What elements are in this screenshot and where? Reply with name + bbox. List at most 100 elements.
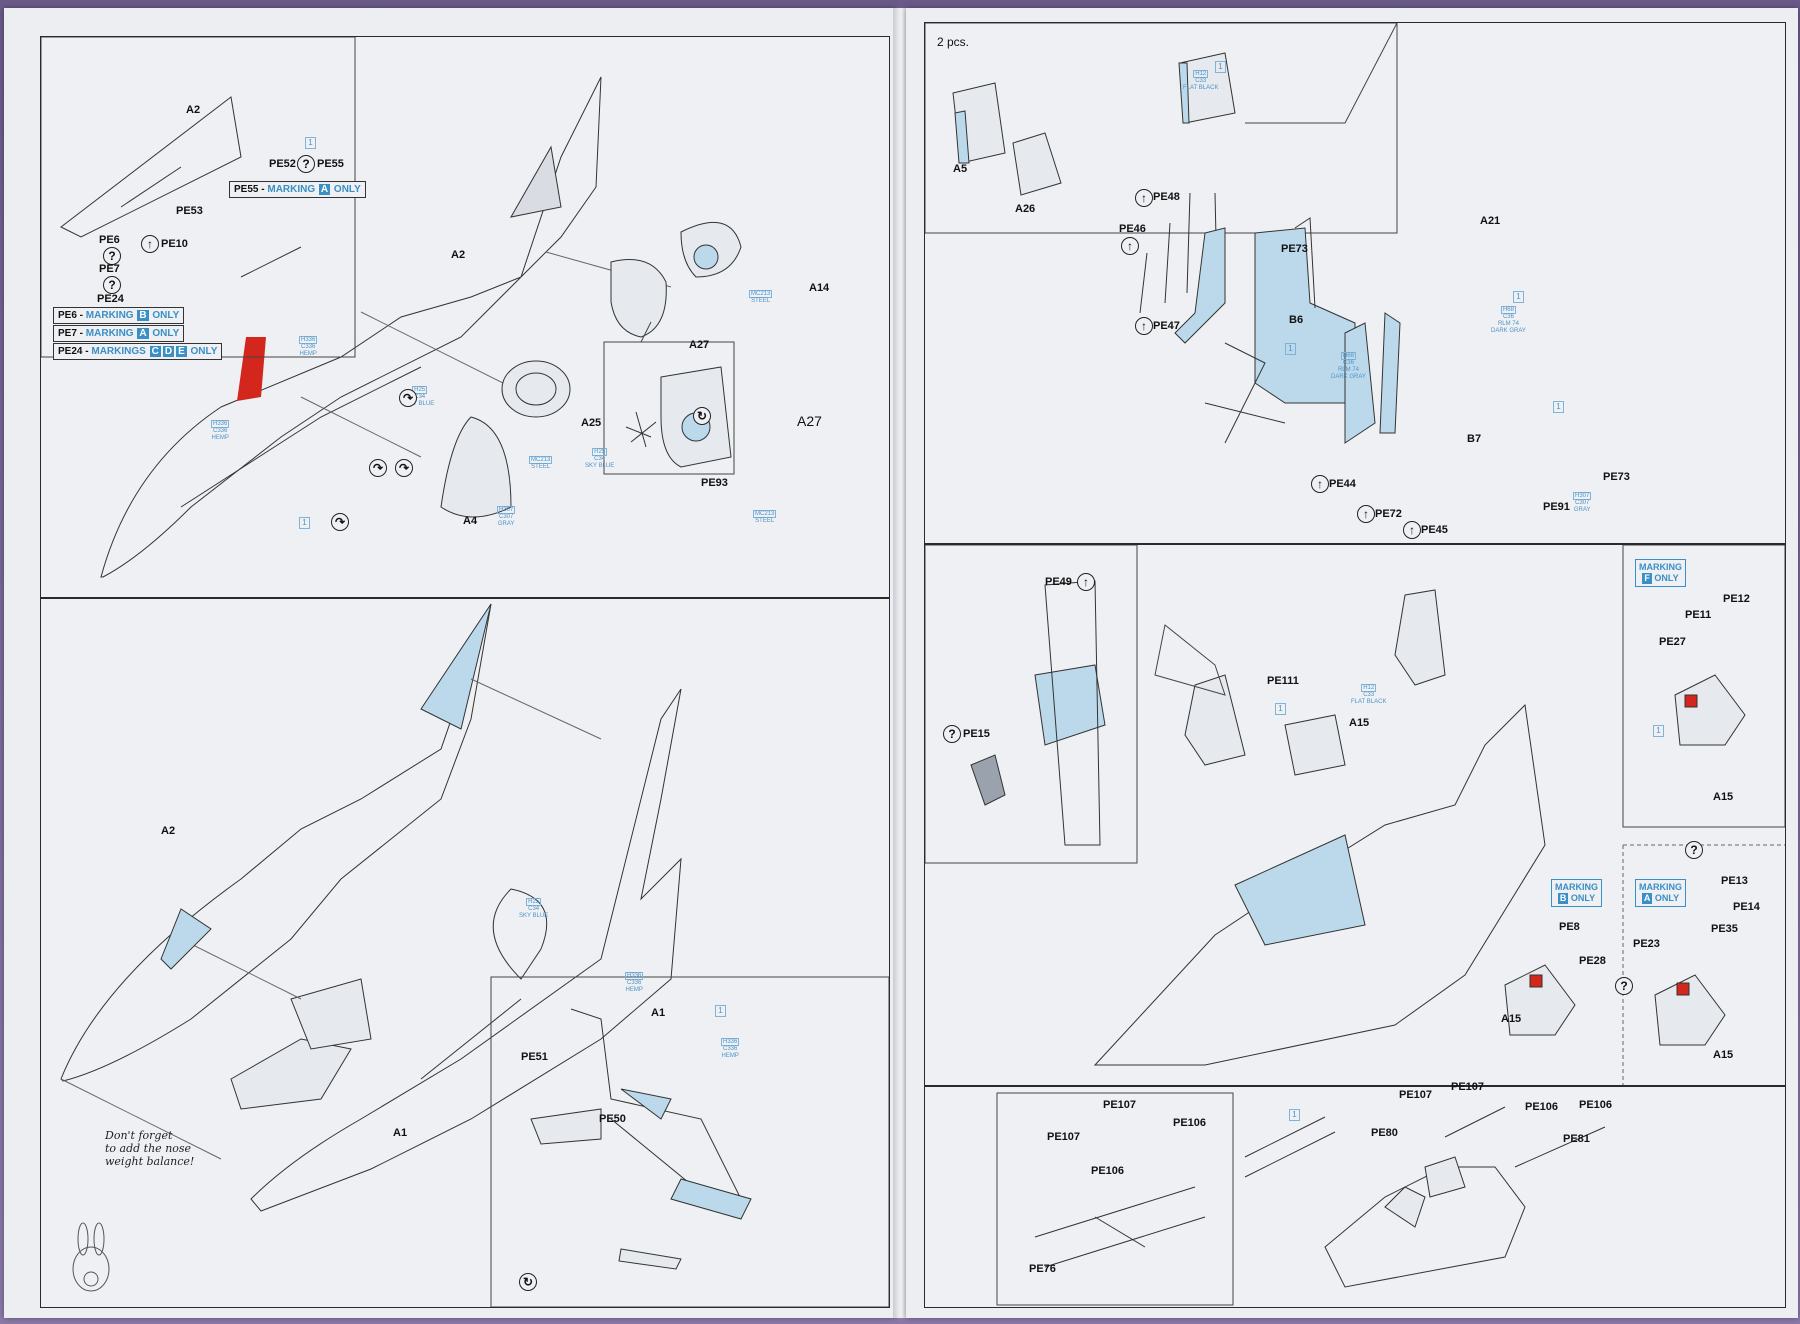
note-word: MARKING <box>85 328 137 339</box>
question-icon: ? <box>297 155 315 173</box>
fold-icon: ↑ <box>1403 521 1421 539</box>
part-label-a15: A15 <box>1713 1049 1734 1061</box>
note-word: MARKING <box>267 184 318 195</box>
paint-line: RLM 74 <box>1337 367 1359 373</box>
part-label-a2: A2 <box>451 249 466 261</box>
paint-line: GRAY <box>1573 507 1591 513</box>
marking-word: MARKING <box>1639 882 1682 892</box>
part-label-pe76: PE76 <box>1029 1263 1056 1275</box>
step-2-assembly-drawing <box>60 603 889 1307</box>
paint-line: STEEL <box>755 518 775 524</box>
reminder-line: Don't forget <box>105 1129 173 1142</box>
paint-line: C336 <box>627 980 642 986</box>
part-label-pe23: PE23 <box>1633 938 1660 950</box>
paint-code: H307 <box>497 506 516 514</box>
note-prefix: PE24 - <box>58 346 92 357</box>
paint-line: C336 <box>213 428 228 434</box>
paint-line: C34 <box>414 394 426 400</box>
part-label-pe107: PE107 <box>1047 1131 1081 1143</box>
part-label-a2: A2 <box>186 104 201 116</box>
part-label-pe6: PE6 <box>99 234 120 246</box>
paint-line: GRAY <box>497 521 515 527</box>
quantity-note: 2 pcs. <box>937 35 970 49</box>
part-label-pe73: PE73 <box>1603 471 1630 483</box>
question-icon: ? <box>103 247 121 265</box>
paint-line: DARK GRAY <box>1331 374 1366 380</box>
question-icon: ? <box>1685 841 1703 859</box>
part-label-pe48: PE48 <box>1153 191 1180 203</box>
note-suffix: ONLY <box>149 328 180 339</box>
marking-suffix: ONLY <box>1654 573 1679 583</box>
marking-suffix: ONLY <box>1570 893 1596 903</box>
bend-icon: ↷ <box>395 459 413 477</box>
instruction-page-left: 4 <box>4 8 896 1318</box>
paint-line: C307 <box>499 514 514 520</box>
part-label-a14: A14 <box>809 282 830 294</box>
paint-code: H12 <box>1193 70 1209 78</box>
note-word: MARKING <box>85 310 137 321</box>
paint-line: C307 <box>1575 500 1590 506</box>
sequence-marker: 1 <box>1289 1109 1300 1121</box>
sequence-marker: 1 <box>1275 703 1286 715</box>
part-label-pe107: PE107 <box>1451 1081 1485 1093</box>
part-label-pe47: PE47 <box>1153 320 1180 332</box>
part-label-pe10: PE10 <box>161 238 188 250</box>
question-icon: ? <box>1615 977 1633 995</box>
instruction-page-right: 5 2 pcs. <box>906 8 1798 1318</box>
marking-suffix: ONLY <box>1654 893 1680 903</box>
part-label-a26: A26 <box>1015 203 1036 215</box>
paint-code: MC213 <box>529 456 553 464</box>
paint-line: SKY BLUE <box>519 913 549 919</box>
booklet-spine <box>893 8 909 1318</box>
note-prefix: PE6 - <box>58 310 86 321</box>
paint-code: H25 <box>592 448 608 456</box>
question-icon: ? <box>103 276 121 294</box>
part-label-pe72: PE72 <box>1375 508 1402 520</box>
paint-code: H25 <box>412 386 428 394</box>
part-label-a2: A2 <box>161 825 176 837</box>
marking-letter: B <box>1557 893 1569 904</box>
paint-line: HEMP <box>299 351 317 357</box>
part-label-pe44: PE44 <box>1329 478 1356 490</box>
bend-icon: ↷ <box>331 513 349 531</box>
step-4-cockpit-drawing <box>925 545 1785 1085</box>
paint-code: H68 <box>1340 352 1356 360</box>
part-label-pe45: PE45 <box>1421 524 1448 536</box>
paint-code: H25 <box>526 898 542 906</box>
paint-line: RLM 74 <box>1497 321 1519 327</box>
rotate-view-icon: ↻ <box>693 407 711 425</box>
marking-letter: B <box>137 310 149 321</box>
part-label-pe73: PE73 <box>1281 243 1308 255</box>
step-5-rails-drawing <box>996 1092 1606 1306</box>
paint-code: H336 <box>211 420 230 428</box>
paint-code: MC213 <box>749 290 773 298</box>
part-label-pe14: PE14 <box>1733 901 1760 913</box>
part-label-a4: A4 <box>463 515 478 527</box>
sequence-marker: 1 <box>1653 725 1664 737</box>
marking-note-pe55: PE55 - MARKING A ONLY <box>229 181 366 198</box>
paint-line: SKY BLUE <box>585 463 615 469</box>
paint-line: FLAT BLACK <box>1183 85 1219 91</box>
part-label-a25: A25 <box>581 417 602 429</box>
part-label-pe107: PE107 <box>1103 1099 1137 1111</box>
part-label-b6: B6 <box>1289 314 1304 326</box>
part-label-pe93: PE93 <box>701 477 728 489</box>
marking-letter: A <box>1641 893 1653 904</box>
fold-icon: ↑ <box>1311 475 1329 493</box>
sequence-marker: 1 <box>1215 61 1226 73</box>
paint-line: C336 <box>301 344 316 350</box>
part-label-a15: A15 <box>1349 717 1370 729</box>
reminder-line: weight balance! <box>105 1155 195 1168</box>
sequence-marker: 1 <box>1553 401 1564 413</box>
bend-icon: ↷ <box>369 459 387 477</box>
